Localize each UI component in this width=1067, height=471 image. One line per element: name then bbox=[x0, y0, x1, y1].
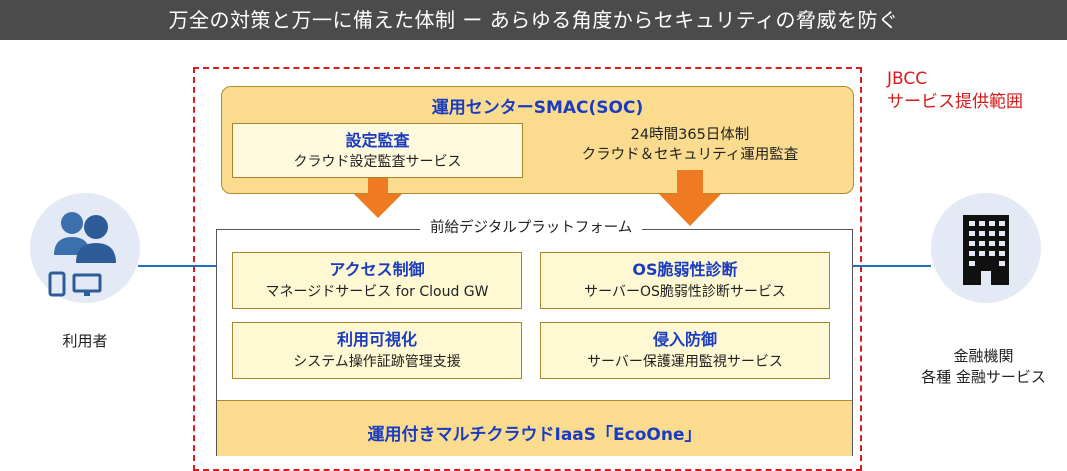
down-arrow-left bbox=[354, 178, 402, 218]
finance-caption-line1: 金融機関 bbox=[953, 347, 1014, 365]
cell-title: OS脆弱性診断 bbox=[632, 260, 738, 279]
users-caption: 利用者 bbox=[62, 332, 108, 350]
config-audit-title: 設定監査 bbox=[345, 131, 410, 150]
cell-title: 利用可視化 bbox=[336, 330, 417, 349]
config-audit-box: 設定監査 クラウド設定監査サービス bbox=[232, 123, 523, 178]
platform-label: 前給デジタルプラットフォーム bbox=[420, 218, 643, 238]
soc-title: 運用センターSMAC(SOC) bbox=[431, 98, 644, 118]
cell-sub: サーバーOS脆弱性診断サービス bbox=[584, 284, 786, 300]
soc-hours-sub: クラウド＆セキュリティ運用監査 bbox=[581, 147, 799, 163]
building-icon bbox=[963, 215, 1009, 285]
cell-title: アクセス制御 bbox=[329, 260, 425, 279]
cell-title: 侵入防御 bbox=[652, 330, 717, 349]
scope-range: サービス提供範囲 bbox=[887, 92, 1023, 112]
down-arrow-right bbox=[659, 170, 721, 226]
service-scope-label: JBCC サービス提供範囲 bbox=[887, 68, 1023, 114]
soc-hours: 24時間365日体制 クラウド＆セキュリティ運用監査 bbox=[535, 125, 845, 165]
finance-caption: 金融機関 各種 金融サービス bbox=[900, 346, 1067, 388]
left-connector-line bbox=[138, 265, 216, 267]
cell-sub: サーバー保護運用監視サービス bbox=[587, 354, 783, 370]
users-devices-icon bbox=[48, 212, 116, 297]
finance-caption-line2: 各種 金融サービス bbox=[921, 368, 1046, 386]
scope-company: JBCC bbox=[887, 69, 928, 89]
config-audit-sub: クラウド設定監査サービス bbox=[293, 154, 462, 170]
access-control-cell: アクセス制御 マネージドサービス for Cloud GW bbox=[232, 252, 522, 309]
cell-sub: マネージドサービス for Cloud GW bbox=[265, 284, 489, 300]
cell-sub: システム操作証跡管理支援 bbox=[293, 354, 461, 370]
right-connector-line bbox=[853, 265, 931, 267]
page-title: 万全の対策と万一に備えた体制 ー あらゆる角度からセキュリティの脅威を防ぐ bbox=[0, 0, 1067, 40]
iaas-bar bbox=[217, 400, 852, 456]
intrusion-prevention-cell: 侵入防御 サーバー保護運用監視サービス bbox=[540, 322, 830, 379]
soc-hours-title: 24時間365日体制 bbox=[630, 127, 750, 143]
usage-visibility-cell: 利用可視化 システム操作証跡管理支援 bbox=[232, 322, 522, 379]
iaas-label: 運用付きマルチクラウドIaaS「EcoOne」 bbox=[367, 425, 702, 445]
os-vuln-cell: OS脆弱性診断 サーバーOS脆弱性診断サービス bbox=[540, 252, 830, 309]
